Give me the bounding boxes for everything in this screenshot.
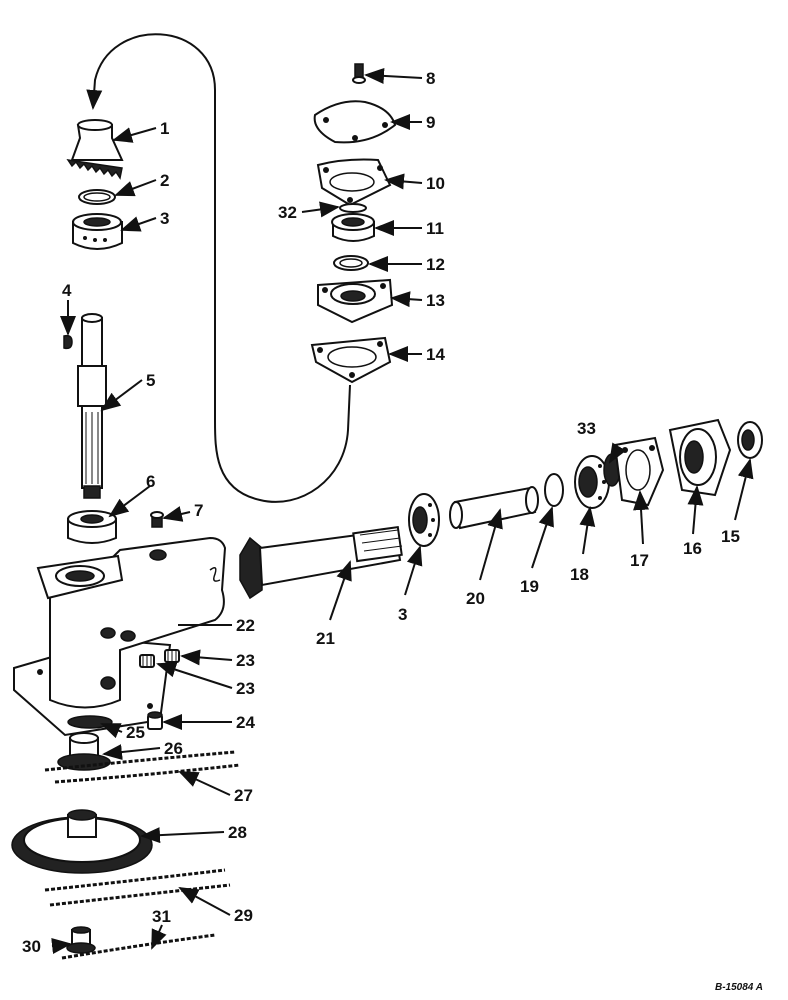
part-31-chain — [61, 933, 216, 960]
part-29-chain — [44, 868, 231, 907]
part-4-key — [63, 334, 73, 350]
callout-29: 29 — [234, 906, 253, 925]
part-22-gearbox-housing — [13, 536, 227, 737]
callout-3-lower: 3 — [398, 605, 407, 624]
callout-18: 18 — [570, 565, 589, 584]
callout-16: 16 — [683, 539, 702, 558]
part-10-gasket — [316, 158, 392, 207]
callout-12: 12 — [426, 255, 445, 274]
callout-9: 9 — [426, 113, 435, 132]
part-11-bearing — [331, 213, 375, 242]
callout-27: 27 — [234, 786, 253, 805]
part-23-plug-upper — [164, 649, 180, 663]
callout-6: 6 — [146, 472, 155, 491]
callout-4: 4 — [62, 281, 72, 300]
part-24-plug — [147, 711, 163, 730]
callout-19: 19 — [520, 577, 539, 596]
part-32-shim — [339, 203, 367, 213]
callout-25: 25 — [126, 723, 145, 742]
callout-26: 26 — [164, 739, 183, 758]
part-23-plug-lower — [139, 654, 155, 668]
part-3-bearing-lower — [408, 493, 440, 547]
callout-22: 22 — [236, 616, 255, 635]
part-13-retainer — [317, 278, 394, 324]
part-3-bearing-upper — [72, 213, 123, 250]
callout-31: 31 — [152, 907, 171, 926]
part-2-snap-ring — [78, 189, 116, 205]
part-1-sprocket-hub — [66, 119, 124, 180]
part-28-large-sprocket — [11, 809, 153, 874]
part-15-seal — [737, 421, 763, 459]
callout-23-upper: 23 — [236, 651, 255, 670]
callout-14: 14 — [426, 345, 445, 364]
part-5-shaft — [77, 313, 107, 499]
callout-10: 10 — [426, 174, 445, 193]
callout-8: 8 — [426, 69, 435, 88]
part-14-gasket — [310, 336, 392, 384]
callout-20: 20 — [466, 589, 485, 608]
part-12-seal-ring — [333, 255, 369, 271]
leader-lines — [51, 67, 754, 954]
callout-15: 15 — [721, 527, 740, 546]
part-27-chain — [44, 750, 241, 784]
part-7-fitting — [150, 511, 164, 528]
callout-labels: 1 2 3 4 5 6 7 8 9 10 11 12 13 14 15 16 1… — [22, 69, 740, 956]
part-20-spacer-tube — [449, 486, 539, 530]
part-16-bearing-cap — [668, 418, 732, 497]
part-21-bevel-gear-shaft — [239, 525, 403, 600]
callout-28: 28 — [228, 823, 247, 842]
part-19-snap-ring — [544, 473, 564, 507]
callout-3: 3 — [160, 209, 169, 228]
callout-1: 1 — [160, 119, 169, 138]
callout-23-lower: 23 — [236, 679, 255, 698]
part-17-gasket — [613, 436, 665, 507]
part-6-bearing-cup — [67, 510, 117, 544]
callout-33: 33 — [577, 419, 596, 438]
callout-32: 32 — [278, 203, 297, 222]
callout-2: 2 — [160, 171, 169, 190]
part-30-sprocket — [66, 926, 96, 954]
callout-24: 24 — [236, 713, 255, 732]
callout-7: 7 — [194, 501, 203, 520]
callout-30: 30 — [22, 937, 41, 956]
callout-13: 13 — [426, 291, 445, 310]
callout-11: 11 — [426, 219, 444, 238]
part-8-grease-fitting — [352, 63, 366, 84]
callout-17: 17 — [630, 551, 649, 570]
assembly-route-line — [86, 33, 351, 503]
part-9-cap — [313, 100, 397, 144]
drawing-number: B-15084 A — [715, 982, 763, 993]
callout-21: 21 — [316, 629, 335, 648]
part-18-bearing — [574, 455, 610, 509]
callout-5: 5 — [146, 371, 155, 390]
